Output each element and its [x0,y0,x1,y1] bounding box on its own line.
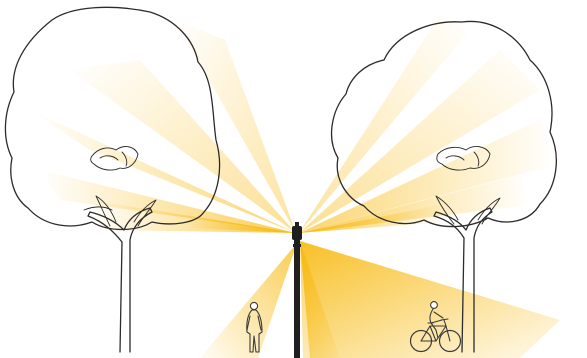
beam-left-3 [30,110,296,233]
right-tree-trunk [433,207,493,353]
lamp-pole [294,232,300,358]
beam-left-2 [70,60,296,233]
beam-right-3 [299,120,555,233]
bicycle-frame [420,318,451,342]
beam-down-right-inner [300,241,340,358]
cyclist-body [429,308,444,339]
right-tree-canopy [330,20,557,228]
bicycle-front-wheel [438,329,462,353]
beam-right-4 [299,175,530,233]
pedestrian-body [246,309,263,353]
left-tree-knot [90,146,139,171]
pedestrian-head [249,301,259,311]
lamp-cap [295,222,299,227]
lamp-pole-band [293,244,301,247]
pedestrian-arm [246,315,262,331]
right-tree-knot [436,146,491,171]
left-tree-branch-c [83,206,113,211]
left-tree [4,6,221,353]
lamp-head [292,226,302,240]
cyclist [409,301,462,353]
right-tree [330,20,557,353]
cyclist-head [430,301,438,309]
left-tree-branch-a [95,195,117,227]
light-beams [30,15,560,358]
left-tree-canopy [4,6,221,231]
beam-left-4 [40,170,296,233]
beam-left-6 [185,215,296,233]
right-tree-branch-a [435,195,459,225]
beam-right-2 [299,50,540,233]
right-tree-branch-b [477,197,501,225]
left-tree-branch-b [133,199,157,227]
pedestrian [246,301,263,353]
left-tree-trunk [87,207,153,353]
beam-right-5 [299,205,445,233]
street-lamp [292,222,302,358]
beam-right-upper [299,15,470,233]
beam-down-right-main [300,241,560,358]
beam-down-left [200,243,297,358]
